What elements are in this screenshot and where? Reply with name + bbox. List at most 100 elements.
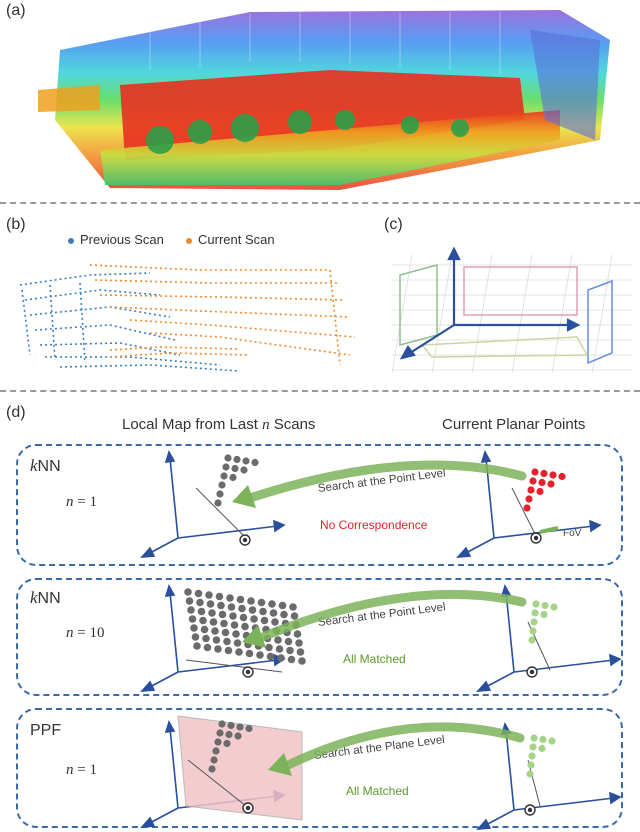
map-point: [218, 610, 227, 619]
map-point: [208, 765, 216, 773]
map-point: [247, 597, 255, 605]
map-point: [536, 487, 544, 496]
map-point: [265, 643, 273, 652]
map-point: [529, 743, 537, 751]
panel-c-planes-diagram: [391, 246, 632, 374]
map-point: [199, 616, 207, 625]
map-point: [293, 630, 302, 638]
map-point: [232, 630, 240, 638]
map-point: [217, 601, 225, 610]
map-point: [218, 481, 226, 489]
map-point: [196, 598, 204, 607]
col-left-var: n: [262, 417, 270, 433]
row1-left-axes: [140, 449, 286, 558]
row2-n-var: n: [66, 625, 74, 641]
map-point: [230, 621, 239, 629]
map-point: [259, 607, 267, 616]
map-point: [275, 645, 284, 653]
col-left-suffix: Scans: [269, 416, 316, 433]
row2-method-var: k: [30, 588, 38, 607]
row3-search-arrow: [268, 722, 525, 776]
row1-method: kNN: [30, 456, 61, 476]
row1-fov-label: FoV: [563, 528, 582, 539]
map-point: [236, 723, 244, 731]
map-point: [220, 472, 228, 480]
map-point: [526, 770, 534, 778]
column-title-local-map: Local Map from Last n Scans: [122, 416, 315, 434]
map-point: [188, 615, 197, 623]
map-point: [239, 613, 248, 622]
map-point: [527, 761, 535, 769]
map-point: [203, 643, 212, 652]
map-point: [208, 609, 216, 617]
row2-method-text: NN: [37, 590, 61, 607]
map-point: [256, 651, 264, 659]
map-point: [298, 657, 306, 665]
map-point: [225, 730, 233, 739]
map-point: [216, 729, 224, 737]
col-left-prefix: Local Map from Last: [122, 416, 263, 433]
map-point: [523, 504, 531, 512]
map-point: [532, 600, 540, 608]
row1-method-text: NN: [37, 458, 61, 475]
row3-right-points: [526, 734, 556, 778]
map-point: [214, 499, 222, 507]
row3-status: All Matched: [346, 784, 409, 798]
map-point: [216, 490, 224, 498]
map-point: [260, 616, 269, 625]
row1-right-points: [523, 468, 566, 512]
row3-diagram: [140, 715, 622, 830]
map-point: [268, 600, 276, 608]
row3-method: PPF: [30, 720, 61, 740]
map-point: [226, 594, 234, 602]
map-point: [224, 454, 232, 462]
row3-fitted-plane: [177, 715, 303, 821]
map-point: [269, 609, 278, 617]
map-point: [214, 738, 222, 746]
map-point: [191, 633, 200, 641]
map-point: [222, 463, 230, 471]
map-point: [547, 480, 555, 488]
row1-fov-arrow: [539, 526, 559, 534]
map-point: [531, 609, 539, 617]
row1-n-eq: = 1: [77, 494, 97, 510]
map-point: [211, 627, 219, 635]
row3-left-sightline: [187, 759, 247, 807]
map-point: [250, 615, 258, 623]
row1-left-sensor: [239, 534, 251, 546]
map-point: [245, 724, 253, 733]
map-point: [212, 636, 221, 644]
map-point: [233, 455, 241, 464]
map-point: [251, 458, 259, 467]
map-point: [278, 601, 287, 610]
map-point: [236, 595, 245, 604]
map-point: [530, 618, 538, 626]
row1-left-sightline: [195, 487, 247, 539]
row2-n-eq: = 10: [77, 625, 105, 641]
row-ppf-n1: [16, 708, 623, 828]
row1-left-points: [214, 454, 259, 507]
map-point: [550, 603, 558, 611]
map-point: [271, 618, 279, 626]
row2-right-points: [528, 600, 558, 644]
row2-diagram: [140, 583, 622, 692]
map-point: [290, 612, 299, 620]
map-point: [202, 634, 210, 643]
map-point: [227, 603, 236, 611]
row1-right-sensor: [530, 532, 542, 544]
row3-n-eq: = 1: [77, 762, 97, 778]
legend-current-label: Current Scan: [198, 232, 275, 247]
map-point: [209, 618, 218, 626]
map-point: [277, 654, 285, 662]
map-point: [214, 645, 222, 653]
map-point: [525, 495, 533, 503]
map-point: [295, 639, 303, 647]
row2-search-arrow: [242, 589, 527, 648]
map-point: [280, 610, 288, 619]
row1-n-value: n = 1: [66, 494, 97, 511]
map-point: [206, 600, 215, 608]
row1-search-arrow: [232, 460, 527, 508]
separator-1: [0, 202, 640, 204]
map-point: [528, 636, 536, 644]
row1-diagram: [140, 449, 602, 558]
